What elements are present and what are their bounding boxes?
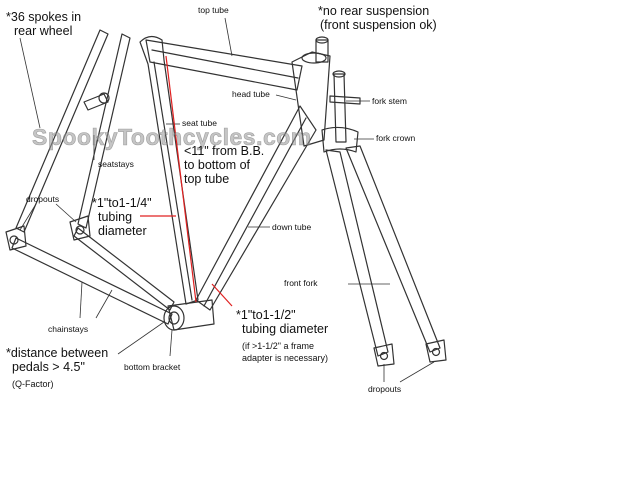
- label-fork-crown: fork crown: [376, 133, 416, 143]
- leader-dropouts-rear: [19, 203, 37, 231]
- label-q-factor: (Q-Factor): [12, 379, 54, 389]
- fork-crown-shape: [321, 126, 359, 153]
- seat-tube-length-note: <11" from B.B. to bottom of top tube: [184, 144, 265, 186]
- leader-q-factor: [117, 321, 165, 355]
- label-bottom-bracket: bottom bracket: [124, 362, 181, 372]
- tubing-rear-note: *1"to1-1/4" tubing diameter: [92, 196, 152, 238]
- label-dropouts-front: dropouts: [368, 384, 402, 394]
- tubing-front-note: *1"to1-1/2" tubing diameter: [236, 308, 329, 336]
- adapter-note: (if >1-1/2" a frame adapter is necessary…: [242, 341, 329, 363]
- watermark: SpookyToothcycles.com: [32, 124, 312, 151]
- leader-head-tube: [275, 94, 297, 101]
- spokes-note: *36 spokes in rear wheel: [6, 10, 82, 38]
- leader-top-tube: [224, 17, 233, 57]
- leader-chainstays-2: [95, 289, 113, 319]
- top-tube-shape: [145, 39, 303, 91]
- label-fork-stem: fork stem: [372, 96, 407, 106]
- bottom-bracket-shape: [163, 299, 215, 331]
- label-head-tube: head tube: [232, 89, 270, 99]
- seat-tube-shape: [139, 35, 199, 305]
- label-front-fork: front fork: [284, 278, 318, 288]
- label-seatstays: seatstays: [98, 159, 134, 169]
- label-dropouts-rear: dropouts: [26, 194, 60, 204]
- label-top-tube: top tube: [198, 5, 229, 15]
- leader-bottom-bracket: [169, 329, 173, 357]
- label-down-tube: down tube: [272, 222, 312, 232]
- head-tube-shape: [291, 36, 331, 147]
- suspension-note: *no rear suspension (front suspension ok…: [318, 4, 437, 32]
- leader-spokes: [19, 37, 41, 129]
- leader-dropouts-rear-2: [55, 203, 77, 223]
- label-seat-tube: seat tube: [182, 118, 217, 128]
- red-tubing-front-line: [211, 283, 233, 307]
- rear-dropouts-shape: [5, 215, 91, 251]
- label-chainstays: chainstays: [48, 324, 89, 334]
- chainstays-shape: [11, 227, 175, 325]
- q-factor-note: *distance between pedals > 4.5": [6, 346, 109, 374]
- down-tube-shape: [195, 105, 317, 311]
- leader-dropouts-front-2: [399, 361, 435, 383]
- fork-blades-shape: [325, 145, 447, 367]
- leader-chainstays: [79, 281, 83, 319]
- red-seat-tube-length-line: [165, 55, 197, 303]
- fork-stem-shape: [329, 70, 361, 143]
